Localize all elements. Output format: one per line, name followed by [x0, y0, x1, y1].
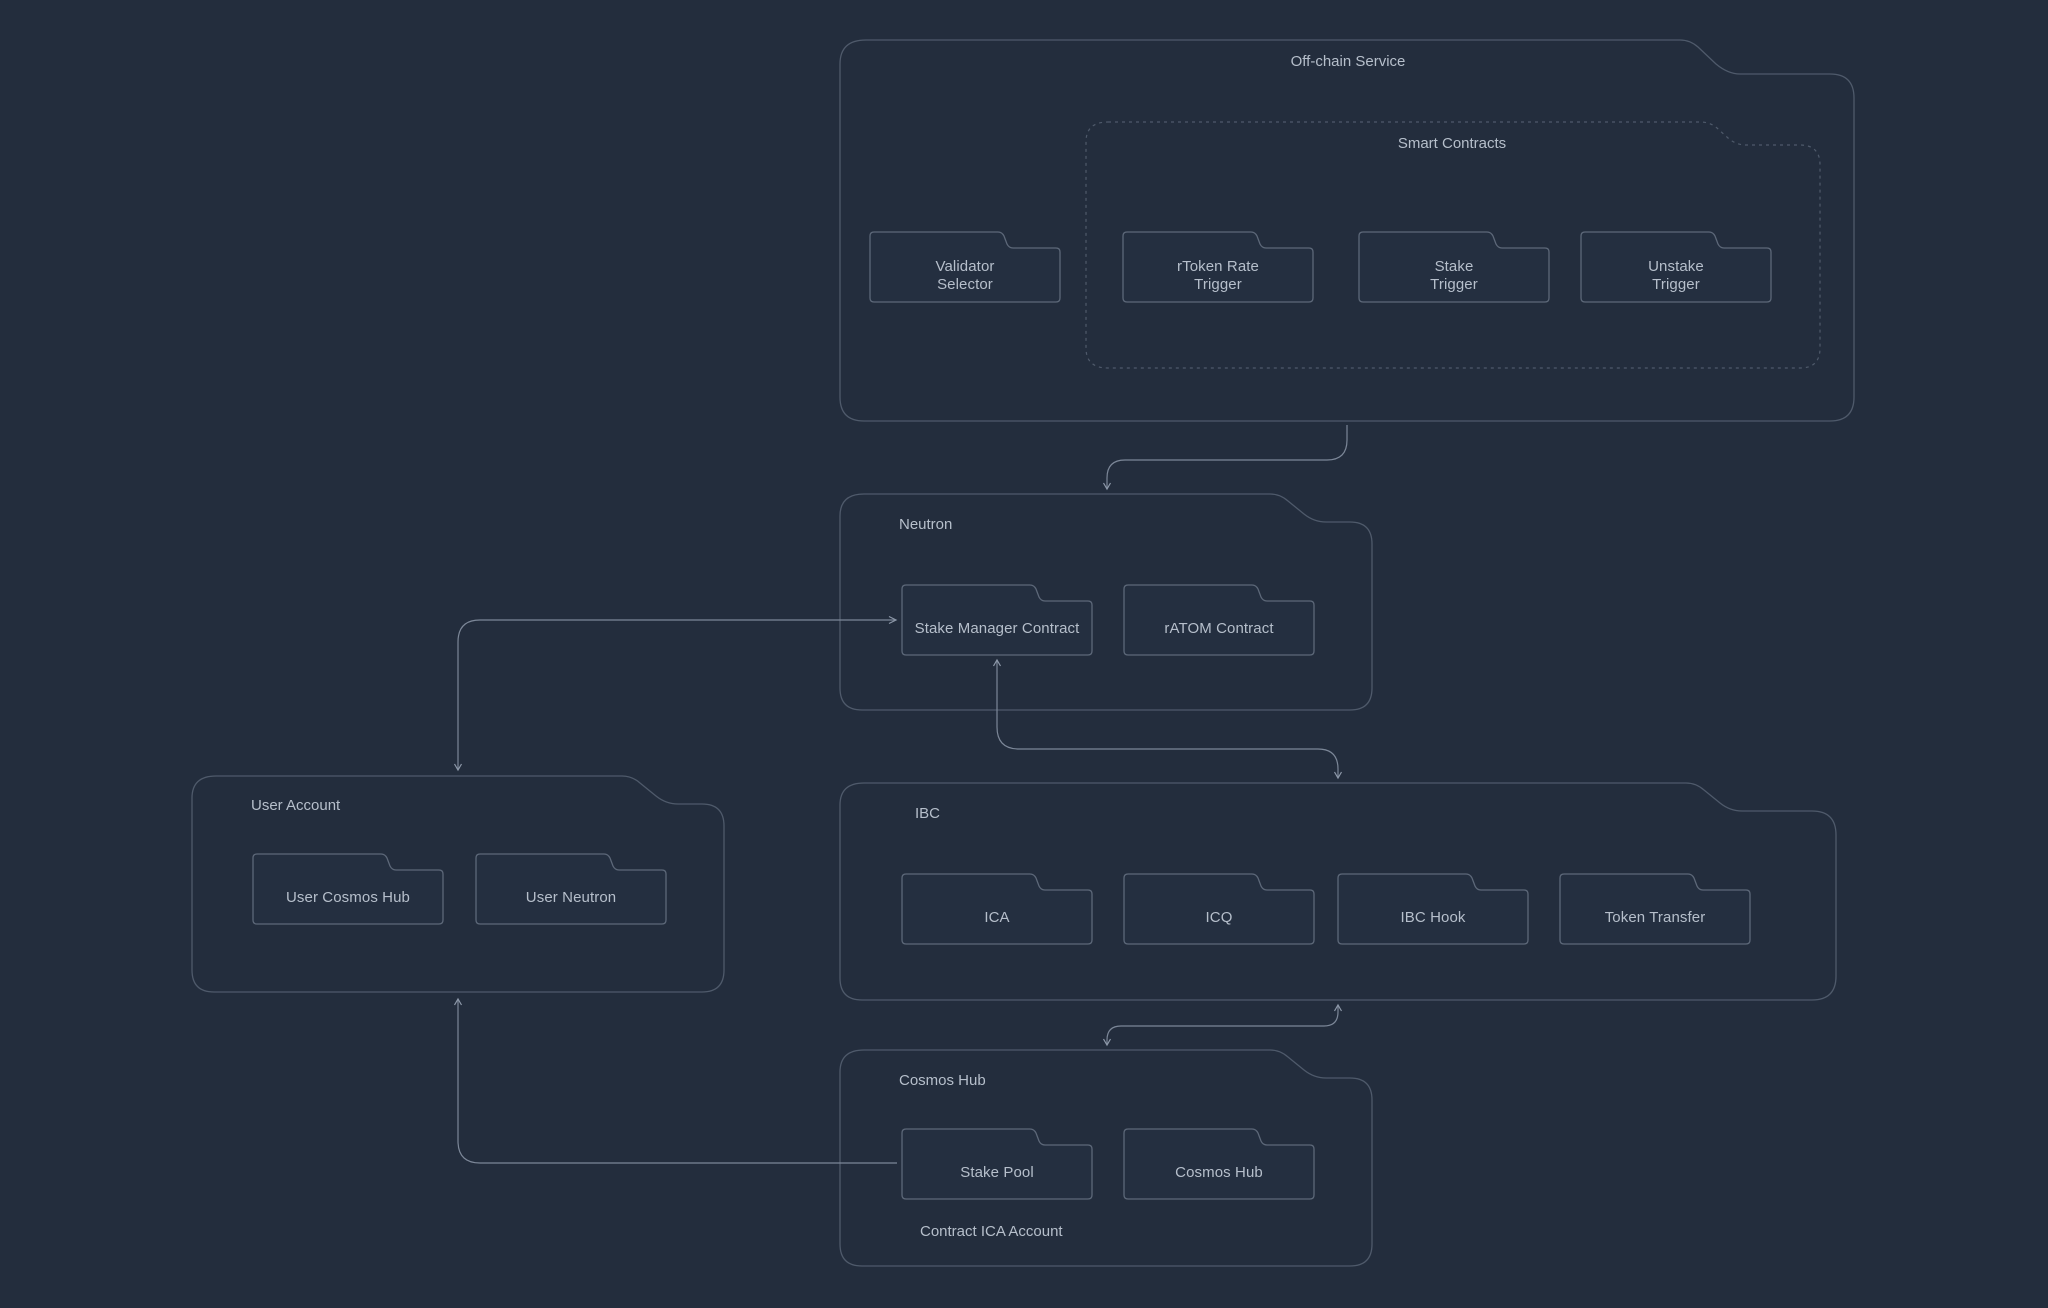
- group-user-account-title: User Account: [251, 797, 341, 814]
- node-validator-selector-label-line-1: Validator: [936, 258, 995, 275]
- node-validator-selector-label-line-2: Selector: [937, 276, 993, 293]
- folder-icon: [1559, 873, 1751, 945]
- folder-icon: [869, 231, 1061, 303]
- folder-icon: [1358, 231, 1550, 303]
- node-ibc-hook: IBC Hook: [1337, 873, 1529, 945]
- node-user-neutron-label-line-1: User Neutron: [526, 889, 616, 906]
- arrowhead-cosmos-hub-top: [1102, 1038, 1112, 1047]
- node-ratom-contract-label-line-1: rATOM Contract: [1164, 620, 1274, 637]
- folder-icon: [1123, 873, 1315, 945]
- group-neutron-title: Neutron: [899, 516, 952, 533]
- node-stake-trigger-label-line-2: Trigger: [1430, 276, 1478, 293]
- node-stake-manager-contract-label-line-1: Stake Manager Contract: [915, 620, 1081, 637]
- arrowhead-ibc-top: [1333, 771, 1343, 780]
- node-ica: ICA: [901, 873, 1093, 945]
- node-stake-pool: Stake Pool: [901, 1128, 1093, 1200]
- folder-icon: [252, 853, 444, 925]
- group-neutron: [839, 493, 1373, 711]
- connector-stake-pool-to-user-account: [457, 1000, 897, 1164]
- node-cosmos-hub-node: Cosmos Hub: [1123, 1128, 1315, 1200]
- node-token-transfer: Token Transfer: [1559, 873, 1751, 945]
- folder-icon: [1580, 231, 1772, 303]
- group-smart-contracts: [1085, 121, 1821, 369]
- connector-ibc-to-cosmos-hub: [1106, 1006, 1339, 1044]
- node-user-neutron: User Neutron: [475, 853, 667, 925]
- node-unstake-trigger-label-line-2: Trigger: [1652, 276, 1700, 293]
- group-offchain-service: [839, 39, 1855, 422]
- node-token-transfer-label-line-1: Token Transfer: [1605, 909, 1706, 926]
- node-ibc-hook-label-line-1: IBC Hook: [1401, 909, 1466, 926]
- node-icq: ICQ: [1123, 873, 1315, 945]
- folder-icon: [475, 853, 667, 925]
- node-user-cosmos-hub: User Cosmos Hub: [252, 853, 444, 925]
- group-cosmos-hub: [839, 1049, 1373, 1267]
- arrowhead-user-account-bottom: [453, 997, 463, 1006]
- node-rtoken-rate-trigger-label-line-1: rToken Rate: [1177, 258, 1259, 275]
- connector-user-account-to-stake-manager: [457, 619, 895, 769]
- arrowhead-stake-manager-left: [888, 615, 898, 625]
- node-cosmos-hub-node-label-line-1: Cosmos Hub: [1175, 1164, 1263, 1181]
- group-offchain-service-title: Off-chain Service: [1291, 53, 1406, 70]
- node-ica-label-line-1: ICA: [984, 909, 1009, 926]
- arrowhead-ibc-bottom: [1333, 1003, 1343, 1012]
- node-user-cosmos-hub-label-line-1: User Cosmos Hub: [286, 889, 410, 906]
- folder-icon: [1123, 584, 1315, 656]
- group-cosmos-hub-footer: Contract ICA Account: [920, 1223, 1063, 1240]
- folder-icon: [1123, 1128, 1315, 1200]
- node-unstake-trigger-label-line-1: Unstake: [1648, 258, 1704, 275]
- arrowhead-stake-manager-bottom: [992, 658, 1002, 667]
- node-stake-manager-contract: Stake Manager Contract: [901, 584, 1093, 656]
- node-stake-pool-label-line-1: Stake Pool: [960, 1164, 1034, 1181]
- group-smart-contracts-title: Smart Contracts: [1398, 135, 1506, 152]
- connector-stake-manager-to-ibc: [996, 661, 1339, 777]
- arrowhead-user-account-top: [453, 763, 463, 772]
- folder-icon: [1122, 231, 1314, 303]
- group-ibc: [839, 782, 1837, 1001]
- folder-icon: [901, 584, 1093, 656]
- group-cosmos-hub-title: Cosmos Hub: [899, 1072, 986, 1089]
- folder-icon: [901, 1128, 1093, 1200]
- node-rtoken-rate-trigger-label-line-2: Trigger: [1194, 276, 1242, 293]
- group-ibc-title: IBC: [915, 805, 940, 822]
- connector-offchain-to-neutron: [1106, 425, 1348, 488]
- folder-icon: [901, 873, 1093, 945]
- node-icq-label-line-1: ICQ: [1206, 909, 1233, 926]
- node-stake-trigger-label-line-1: Stake: [1435, 258, 1474, 275]
- node-ratom-contract: rATOM Contract: [1123, 584, 1315, 656]
- folder-icon: [1337, 873, 1529, 945]
- group-user-account: [191, 775, 725, 993]
- arrowhead-neutron-top: [1102, 482, 1112, 491]
